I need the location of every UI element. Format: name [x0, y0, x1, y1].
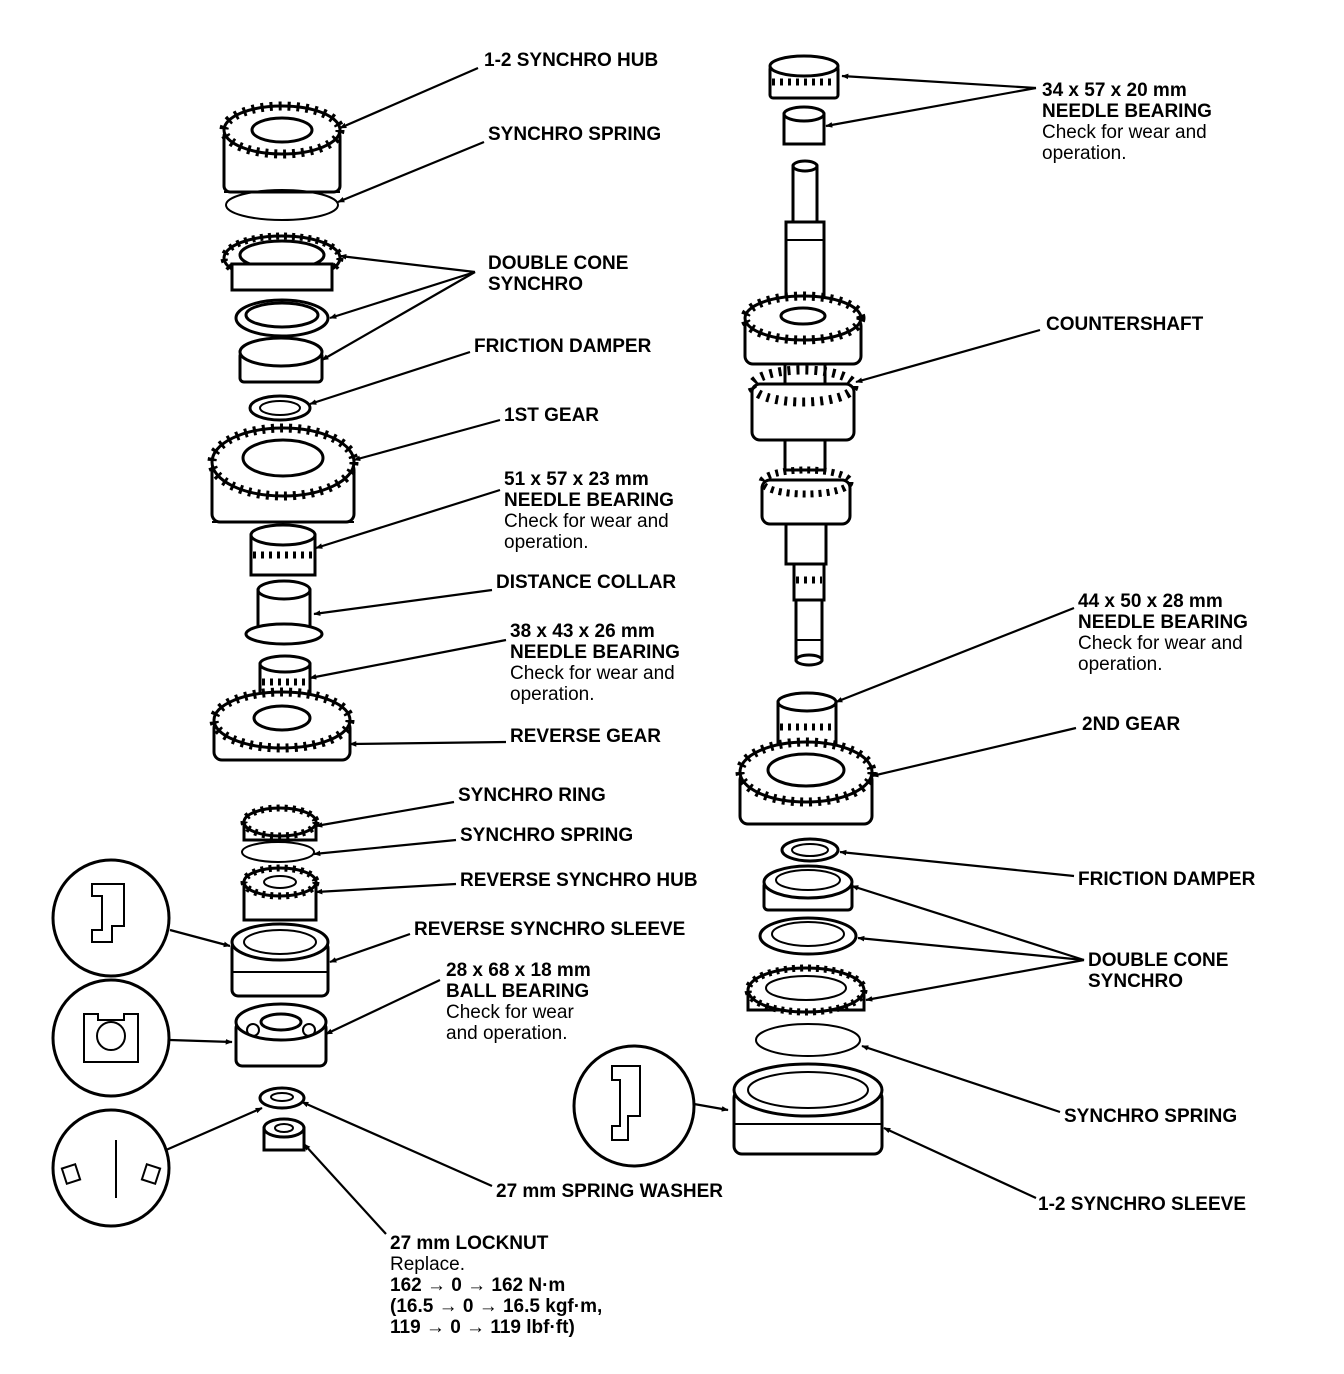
label-12-synchro-hub: 1-2 SYNCHRO HUB	[484, 50, 659, 71]
part-spring-washer	[258, 1086, 306, 1110]
label-reverse-gear: REVERSE GEAR	[510, 726, 661, 747]
label-1st-gear: 1ST GEAR	[504, 405, 600, 426]
part-synchro-spring-mid	[241, 841, 315, 863]
part-12-synchro-hub	[219, 101, 345, 194]
part-synchro-spring-top	[225, 189, 339, 221]
part-locknut	[262, 1117, 306, 1152]
part-reverse-synchro-hub	[240, 864, 320, 922]
part-reverse-gear	[209, 687, 355, 762]
detail-circle-locknut-stake	[51, 1108, 171, 1228]
label-synchro-spring-top: SYNCHRO SPRING	[488, 124, 662, 145]
label-reverse-synchro-sleeve: REVERSE SYNCHRO SLEEVE	[414, 919, 686, 940]
label-locknut: 27 mm LOCKNUT Replace. 162 → 0 → 162 N·m…	[390, 1233, 603, 1338]
part-countershaft	[740, 159, 866, 667]
label-12-synchro-sleeve: 1-2 SYNCHRO SLEEVE	[1038, 1194, 1246, 1215]
detail-circle-sleeve-profile	[51, 858, 171, 978]
part-synchro-ring	[240, 804, 320, 842]
part-needle-bearing-34	[768, 54, 840, 146]
label-spring-washer: 27 mm SPRING WASHER	[496, 1181, 723, 1202]
label-double-cone-synchro-right: DOUBLE CONE SYNCHRO	[1088, 950, 1229, 992]
label-synchro-spring-mid: SYNCHRO SPRING	[460, 825, 634, 846]
part-needle-bearing-51	[249, 523, 317, 577]
part-reverse-synchro-sleeve	[230, 922, 330, 998]
part-friction-damper-left	[248, 394, 312, 422]
label-needle-bearing-34: 34 x 57 x 20 mm NEEDLE BEARING Check for…	[1042, 80, 1212, 164]
part-2nd-gear	[735, 737, 877, 826]
part-double-cone-synchro-right	[744, 864, 868, 1016]
label-distance-collar: DISTANCE COLLAR	[496, 572, 677, 593]
part-distance-collar	[244, 579, 324, 646]
label-friction-damper-right: FRICTION DAMPER	[1078, 869, 1256, 890]
part-1st-gear	[207, 423, 359, 524]
leader-lines	[165, 66, 1085, 1235]
part-synchro-spring-right	[755, 1023, 861, 1057]
label-needle-bearing-51: 51 x 57 x 23 mm NEEDLE BEARING Check for…	[504, 469, 674, 553]
detail-circle-bearing-groove	[51, 978, 171, 1098]
detail-circle-sleeve-profile-right	[572, 1044, 696, 1168]
label-2nd-gear: 2ND GEAR	[1082, 714, 1181, 735]
part-friction-damper-right	[780, 837, 840, 863]
label-reverse-synchro-hub: REVERSE SYNCHRO HUB	[460, 870, 698, 891]
part-12-synchro-sleeve	[732, 1062, 884, 1156]
label-needle-bearing-38: 38 x 43 x 26 mm NEEDLE BEARING Check for…	[510, 621, 680, 705]
label-countershaft: COUNTERSHAFT	[1046, 314, 1204, 335]
label-synchro-spring-right: SYNCHRO SPRING	[1064, 1106, 1238, 1127]
label-friction-damper-left: FRICTION DAMPER	[474, 336, 652, 357]
label-double-cone-synchro-left: DOUBLE CONE SYNCHRO	[488, 253, 629, 295]
label-synchro-ring: SYNCHRO RING	[458, 785, 606, 806]
label-ball-bearing: 28 x 68 x 18 mm BALL BEARING Check for w…	[446, 960, 591, 1044]
part-ball-bearing	[234, 1002, 328, 1068]
label-needle-bearing-44: 44 x 50 x 28 mm NEEDLE BEARING Check for…	[1078, 591, 1248, 675]
